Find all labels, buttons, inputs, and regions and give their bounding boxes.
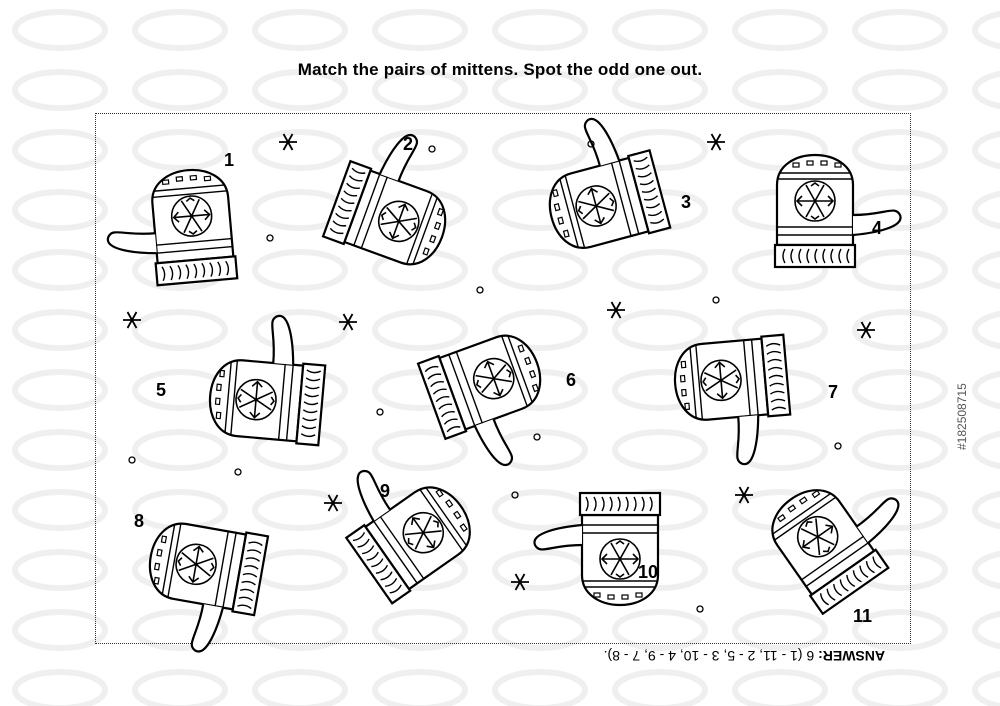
mitten-number-11: 11: [853, 606, 873, 626]
mitten-5: [205, 309, 331, 447]
dot-decoration: [128, 140, 842, 613]
mitten-number-7: 7: [828, 382, 839, 402]
mitten-number-2: 2: [403, 134, 414, 154]
mitten-number-3: 3: [681, 192, 692, 212]
mitten-3: [528, 105, 672, 258]
mitten-9: [319, 435, 486, 605]
puzzle-frame: [95, 113, 911, 644]
mitten-number-5: 5: [156, 380, 167, 400]
mitten-number-10: 10: [638, 562, 659, 582]
mitten-6: [416, 324, 568, 483]
answer-key: ANSWER: 6 (1 - 11, 2 - 5, 3 - 10, 4 - 9,…: [525, 644, 885, 664]
mitten-number-8: 8: [134, 511, 145, 531]
mitten-1: [101, 165, 239, 291]
instruction-title: Match the pairs of mittens. Spot the odd…: [297, 60, 703, 79]
mitten-8: [134, 515, 270, 662]
mitten-2: [321, 117, 473, 276]
mitten-number-1: 1: [224, 150, 235, 170]
mitten-11: [757, 448, 927, 615]
mitten-number-6: 6: [566, 370, 577, 390]
stock-id: #182508715: [955, 383, 969, 450]
answer-label: ANSWER:: [818, 648, 885, 664]
mitten-4: [773, 153, 902, 269]
mitten-10: [533, 491, 662, 607]
mitten-number-9: 9: [380, 481, 391, 501]
answer-value: 6 (1 - 11, 2 - 5, 3 - 10, 4 - 9, 7 - 8).: [603, 648, 815, 664]
mitten-number-4: 4: [872, 218, 883, 238]
mitten-7: [670, 333, 796, 471]
